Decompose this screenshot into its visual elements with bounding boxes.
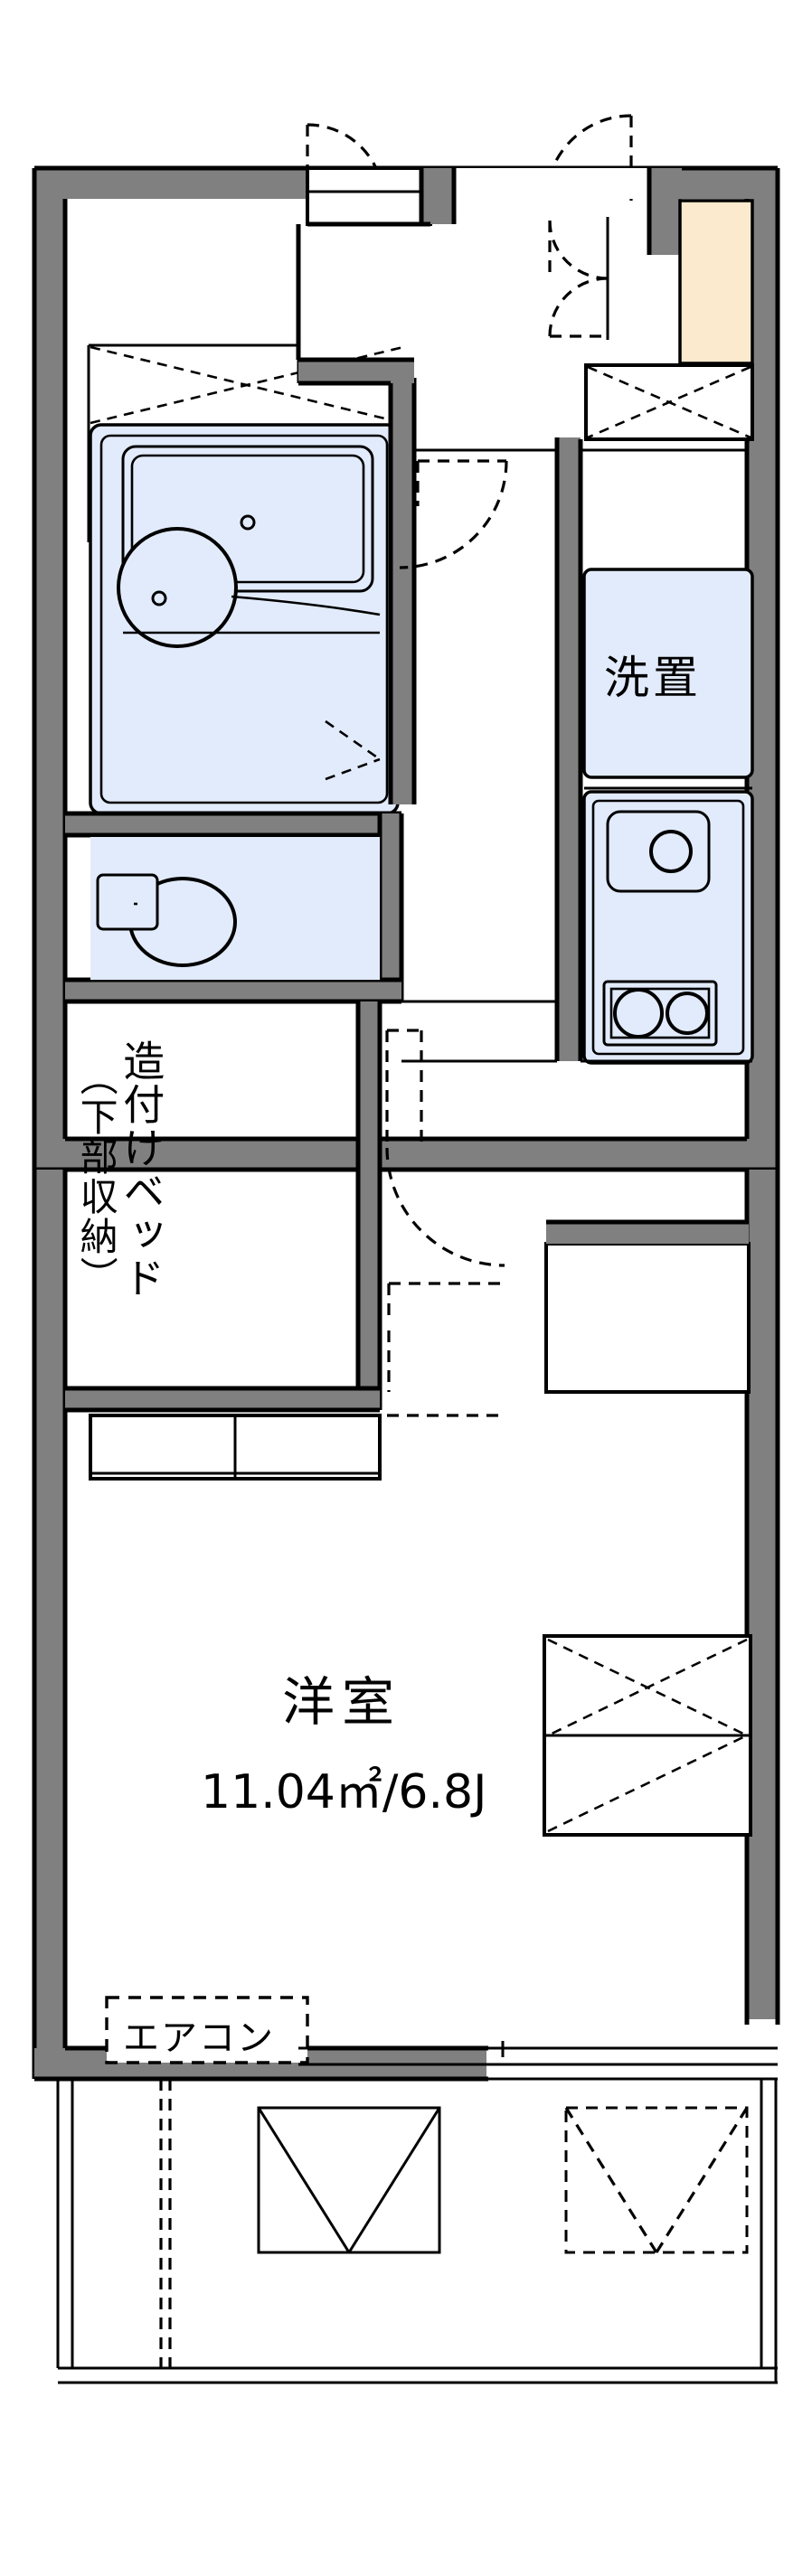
- upper-closet-bath: [87, 343, 404, 542]
- main-room-walls: [32, 1170, 780, 2082]
- built-in-bed-area: [65, 1001, 382, 1481]
- kitchen-unit: [582, 786, 754, 1065]
- kitchen-and-hall-walls: [414, 437, 747, 1061]
- shoe-cabinet: [584, 363, 754, 441]
- room-area-label: 11.04㎡/6.8J: [201, 1765, 487, 1819]
- interior-door-swings[interactable]: [385, 217, 609, 1417]
- genkan-area: [678, 199, 754, 365]
- right-closet: [544, 1219, 751, 1394]
- built-in-bed-label: 造付けベッド: [117, 1039, 166, 1300]
- washer-place-box: [582, 568, 754, 779]
- air-conditioner-box: [105, 1996, 309, 2064]
- lower-storage-label: （下部収納）: [74, 1058, 119, 1296]
- balcony-and-window: [56, 2041, 778, 2384]
- entry-door-group[interactable]: [306, 114, 682, 255]
- air-conditioner-label: エアコン: [123, 2017, 275, 2059]
- washer-place-label: 洗置: [604, 652, 702, 704]
- misc-details: [401, 363, 754, 1063]
- lower-right-closet: [543, 1634, 752, 1837]
- toilet-room: [65, 811, 404, 1004]
- bathroom-unit: [89, 423, 400, 815]
- room-name-label: 洋室: [282, 1671, 402, 1733]
